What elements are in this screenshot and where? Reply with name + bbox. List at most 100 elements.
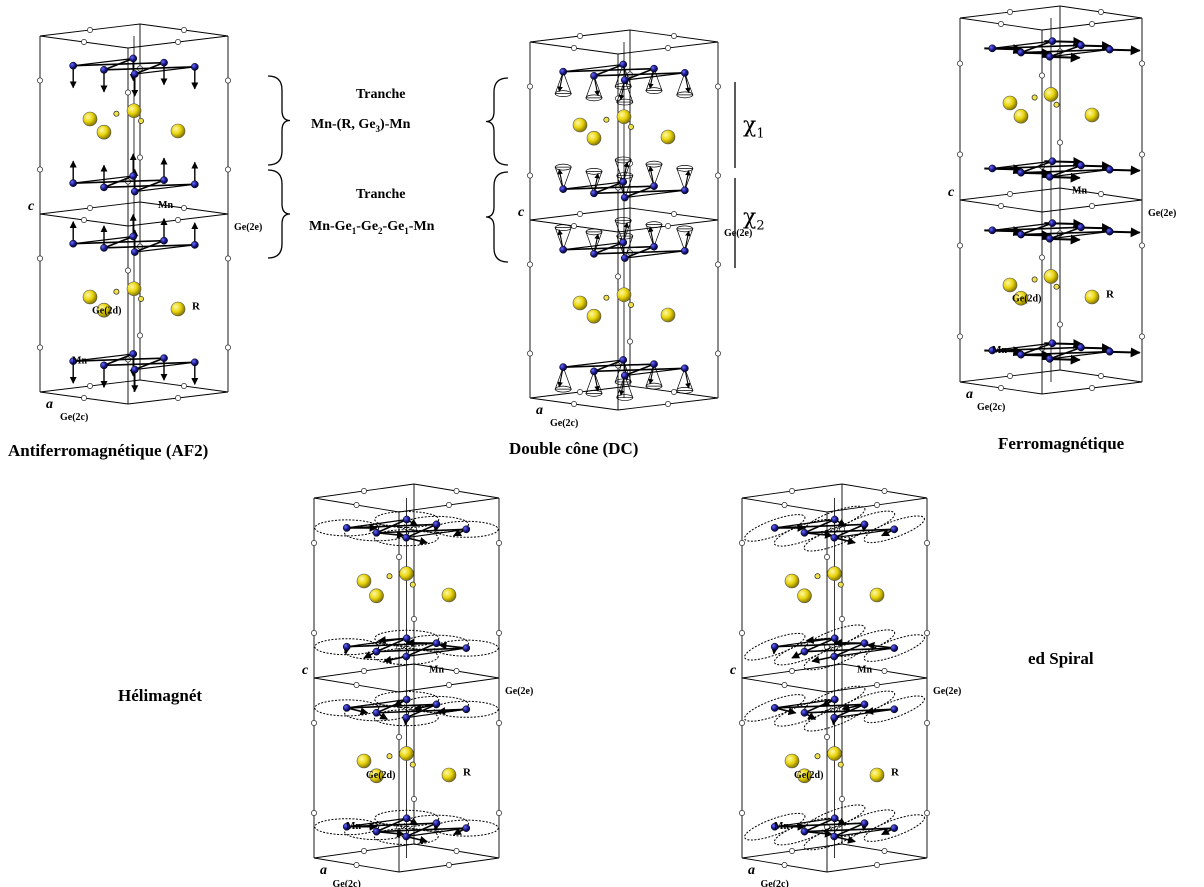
- mn-atom: [1077, 343, 1085, 352]
- slice2-formula: Mn-Ge1-Ge2-Ge1-Mn: [309, 219, 435, 236]
- caption-ferromagnetic: Ferromagnétique: [998, 434, 1125, 453]
- ge-atom: [1007, 191, 1013, 197]
- spin-orbit: [804, 505, 866, 534]
- spin-orbit: [863, 814, 925, 842]
- ge-atom: [874, 862, 880, 868]
- ge-atom: [924, 540, 930, 546]
- ge-atom: [137, 332, 143, 339]
- mn-atom: [372, 708, 381, 717]
- ge-atom: [181, 27, 187, 33]
- mn-atom: [1017, 350, 1025, 359]
- ge-atom: [37, 255, 43, 262]
- axis-c-label: c: [730, 663, 737, 678]
- ge-atom: [87, 27, 93, 33]
- spin-orbit: [863, 515, 925, 544]
- ge-atom: [386, 573, 393, 580]
- mn-atom: [559, 245, 568, 254]
- ge-atom: [627, 338, 633, 345]
- mn-atom: [650, 242, 658, 251]
- mn-atom: [830, 634, 839, 643]
- mn-atom: [770, 704, 779, 712]
- mn-atom: [680, 69, 689, 77]
- ge-atom: [453, 668, 460, 674]
- ge-atom: [571, 401, 577, 407]
- mn-atom: [432, 520, 441, 529]
- label-ge2e: Ge(2e): [1148, 208, 1176, 219]
- label-mn: Mn: [857, 665, 872, 676]
- mn-atom: [402, 634, 411, 643]
- r-atom: [1084, 107, 1100, 123]
- mn-atom: [100, 183, 108, 192]
- label-r: R: [891, 766, 900, 778]
- spin-orbit: [314, 519, 380, 537]
- mn-atom: [1045, 173, 1054, 181]
- r-atom: [616, 287, 632, 303]
- label-mn: Mn: [1072, 186, 1087, 197]
- ge-atom: [225, 166, 231, 173]
- ge-atom: [1053, 101, 1060, 108]
- ge-atom: [839, 796, 845, 802]
- mn-atom: [100, 244, 108, 252]
- mn-atom: [1077, 161, 1085, 170]
- ge-atom: [577, 33, 583, 39]
- ge-atom: [1139, 333, 1145, 340]
- ge-atom: [924, 630, 930, 636]
- mn-atom: [619, 238, 628, 247]
- cone-base: [585, 228, 603, 236]
- caption-double-cone: Double cône (DC): [509, 439, 639, 458]
- ge-atom: [957, 333, 963, 340]
- r-atom: [1013, 108, 1029, 124]
- r-atom: [82, 289, 98, 305]
- ge-atom: [571, 45, 577, 51]
- ge-atom: [715, 350, 721, 357]
- ge-atom: [715, 261, 721, 268]
- spin-arrow: [376, 829, 405, 838]
- cone-base: [614, 217, 632, 224]
- spin-orbit: [433, 819, 499, 837]
- mn-atom: [69, 239, 78, 248]
- ge-atom: [628, 301, 634, 308]
- spin-orbit: [404, 695, 469, 713]
- axis-a-label: a: [966, 387, 973, 402]
- spin-orbit: [314, 818, 380, 836]
- r-atom: [1002, 95, 1018, 111]
- ge-atom: [446, 862, 452, 868]
- spin-cone: [585, 74, 603, 99]
- spin-orbit: [374, 691, 440, 708]
- ge-atom: [1057, 139, 1063, 146]
- ge-atom: [715, 172, 721, 179]
- spin-arrow: [805, 636, 835, 645]
- mn-atom: [342, 642, 351, 651]
- r-atom: [126, 281, 142, 297]
- label-mn: Mn: [429, 665, 444, 676]
- ge-atom: [1098, 373, 1104, 379]
- mn-atom: [130, 248, 139, 256]
- mn-atom: [190, 241, 199, 249]
- ge-atom: [789, 848, 795, 854]
- ge-atom: [225, 344, 231, 351]
- ge-atom: [411, 616, 417, 622]
- r-atom: [82, 111, 98, 127]
- ge-atom: [311, 630, 317, 636]
- ge-atom: [814, 573, 821, 580]
- spin-orbit: [433, 520, 499, 538]
- spin-orbit: [744, 812, 806, 841]
- mn-atom: [1048, 37, 1057, 45]
- mn-atom: [590, 72, 598, 80]
- ge-atom: [1139, 151, 1145, 158]
- ge-atom: [37, 166, 43, 173]
- ge-atom: [225, 77, 231, 84]
- r-atom: [1043, 87, 1059, 102]
- mn-atom: [130, 70, 139, 78]
- mn-atom: [770, 642, 779, 651]
- ge-atom: [361, 488, 367, 494]
- ge-atom: [1007, 9, 1013, 15]
- label-ge2e: Ge(2e): [234, 222, 262, 233]
- r-atom: [616, 109, 632, 125]
- ge-atom: [311, 810, 317, 816]
- ge-atom: [1039, 72, 1045, 79]
- mn-atom: [160, 58, 168, 67]
- spin-orbit: [433, 700, 499, 718]
- r-atom: [586, 308, 602, 324]
